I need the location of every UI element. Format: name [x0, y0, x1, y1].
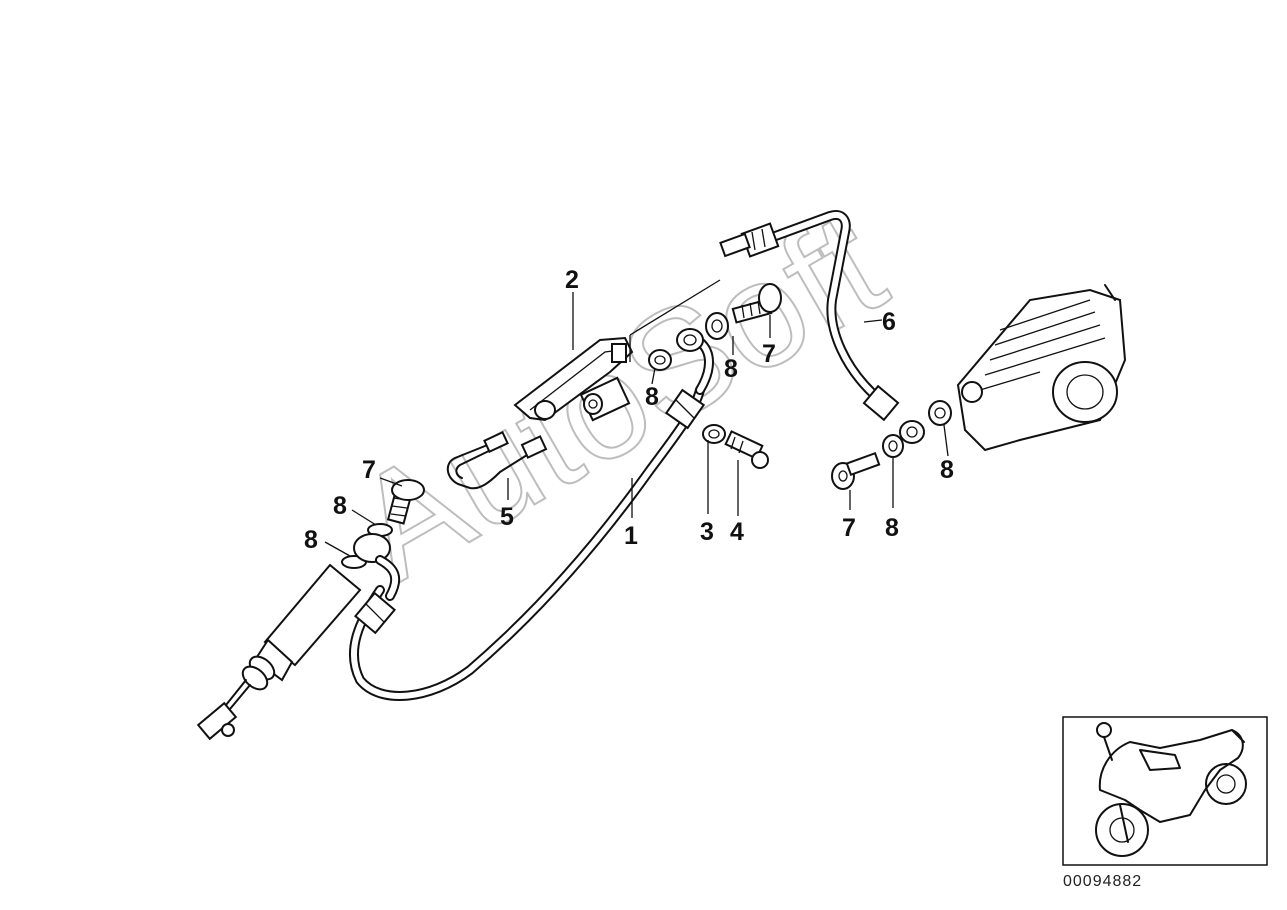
bolt-4	[724, 430, 769, 469]
banjo-bolt-upper	[731, 283, 782, 324]
washer-right-1	[882, 434, 904, 458]
brake-caliper	[956, 284, 1127, 452]
banjo-fitting-lower	[353, 533, 401, 601]
banjo-bolt-right	[831, 451, 881, 490]
callout-3: 3	[700, 518, 714, 546]
brake-hose-1	[348, 328, 714, 701]
washer-upper	[705, 312, 729, 340]
callout-6: 6	[882, 308, 896, 336]
callout-7-lower-right: 7	[842, 514, 856, 542]
leader-lines	[324, 279, 949, 557]
callout-8-caliper: 8	[940, 456, 954, 484]
brake-line-6	[719, 210, 925, 444]
callout-2: 2	[565, 266, 579, 294]
callout-8-lower-left-2: 8	[304, 526, 318, 554]
callout-7-lower-left: 7	[362, 456, 376, 484]
callout-labels: 1 2 3 4 5 6 7 7 7 8 8 8 8 8 8	[304, 266, 954, 554]
motorcycle-locator-inset	[1062, 716, 1268, 866]
callout-1: 1	[624, 522, 638, 550]
washer-mid	[648, 349, 672, 371]
callout-8-right-washer: 8	[885, 514, 899, 542]
master-cylinder	[196, 563, 362, 741]
washer-right-2	[928, 400, 952, 426]
hose-bracket-2	[513, 336, 634, 422]
callout-8-block: 8	[645, 383, 659, 411]
callout-7-upper-right: 7	[762, 340, 776, 368]
callout-4: 4	[730, 518, 744, 546]
brake-pipe-5	[446, 431, 548, 490]
callout-8-lower-left-1: 8	[333, 492, 347, 520]
document-number: 00094882	[1063, 873, 1142, 890]
callout-8-upper-center: 8	[724, 355, 738, 383]
callout-5: 5	[500, 503, 514, 531]
distribution-block	[579, 376, 631, 422]
washer-3	[702, 424, 726, 444]
